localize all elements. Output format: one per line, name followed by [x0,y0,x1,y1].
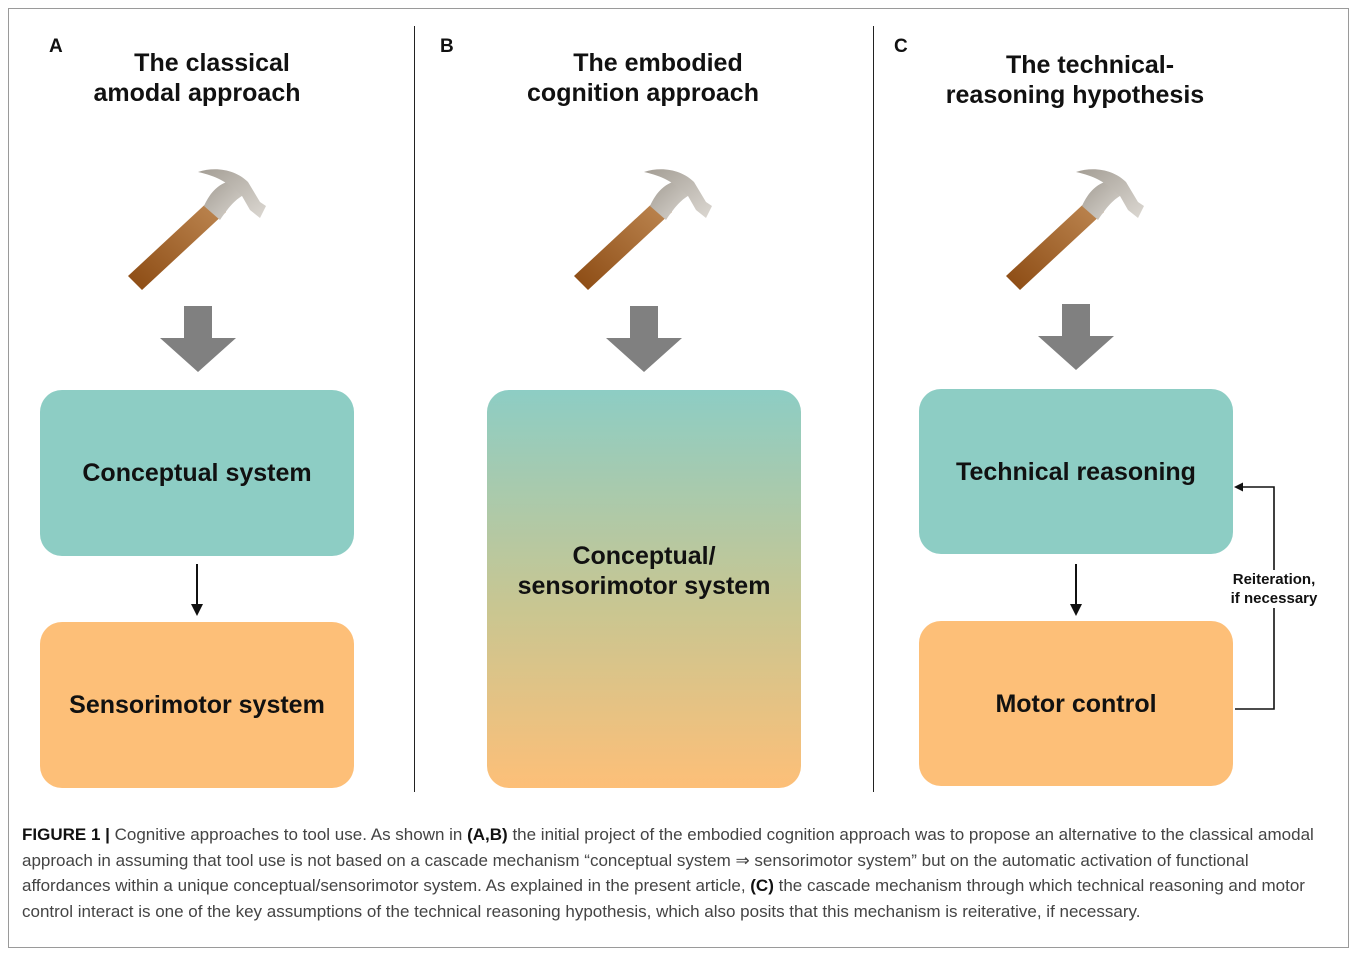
caption-ref-c: (C) [750,876,774,895]
caption-text-2: the initial project of the embodied cogn… [22,825,1314,895]
caption-text-1: Cognitive approaches to tool use. As sho… [109,825,468,844]
caption-label: FIGURE 1 | [22,825,110,844]
conceptual-sensorimotor-box: Conceptual/ sensorimotor system [487,390,801,788]
panel-title-a: The classical amodal approach [93,49,301,107]
hammer-icon [128,169,266,290]
cascade-arrow-icon [191,564,203,616]
figure-caption: FIGURE 1 | Cognitive approaches to tool … [22,822,1340,924]
down-arrow-icon [160,306,236,372]
caption-ref-ab: (A,B) [467,825,508,844]
reiteration-label: Reiteration, if necessary [1219,570,1329,608]
motor-control-box: Motor control [919,621,1233,786]
cascade-arrow-icon [1070,564,1082,616]
panel-title-b: The embodied cognition approach [527,49,759,107]
panel-divider-bc [873,26,874,792]
technical-reasoning-box: Technical reasoning [919,389,1233,554]
panel-letter-a: A [49,36,63,57]
down-arrow-icon [1038,304,1114,370]
figure-frame [8,8,1349,948]
down-arrow-icon [606,306,682,372]
panel-letter-c: C [894,36,908,57]
conceptual-system-box: Conceptual system [40,390,354,556]
sensorimotor-system-box: Sensorimotor system [40,622,354,788]
hammer-icon [1006,169,1144,290]
panel-divider-ab [414,26,415,792]
caption-text-3: the cascade mechanism through which tech… [22,876,1305,921]
hammer-icon [574,169,712,290]
panel-title-c: The technical- reasoning hypothesis [945,51,1205,109]
panel-letter-b: B [440,36,454,57]
